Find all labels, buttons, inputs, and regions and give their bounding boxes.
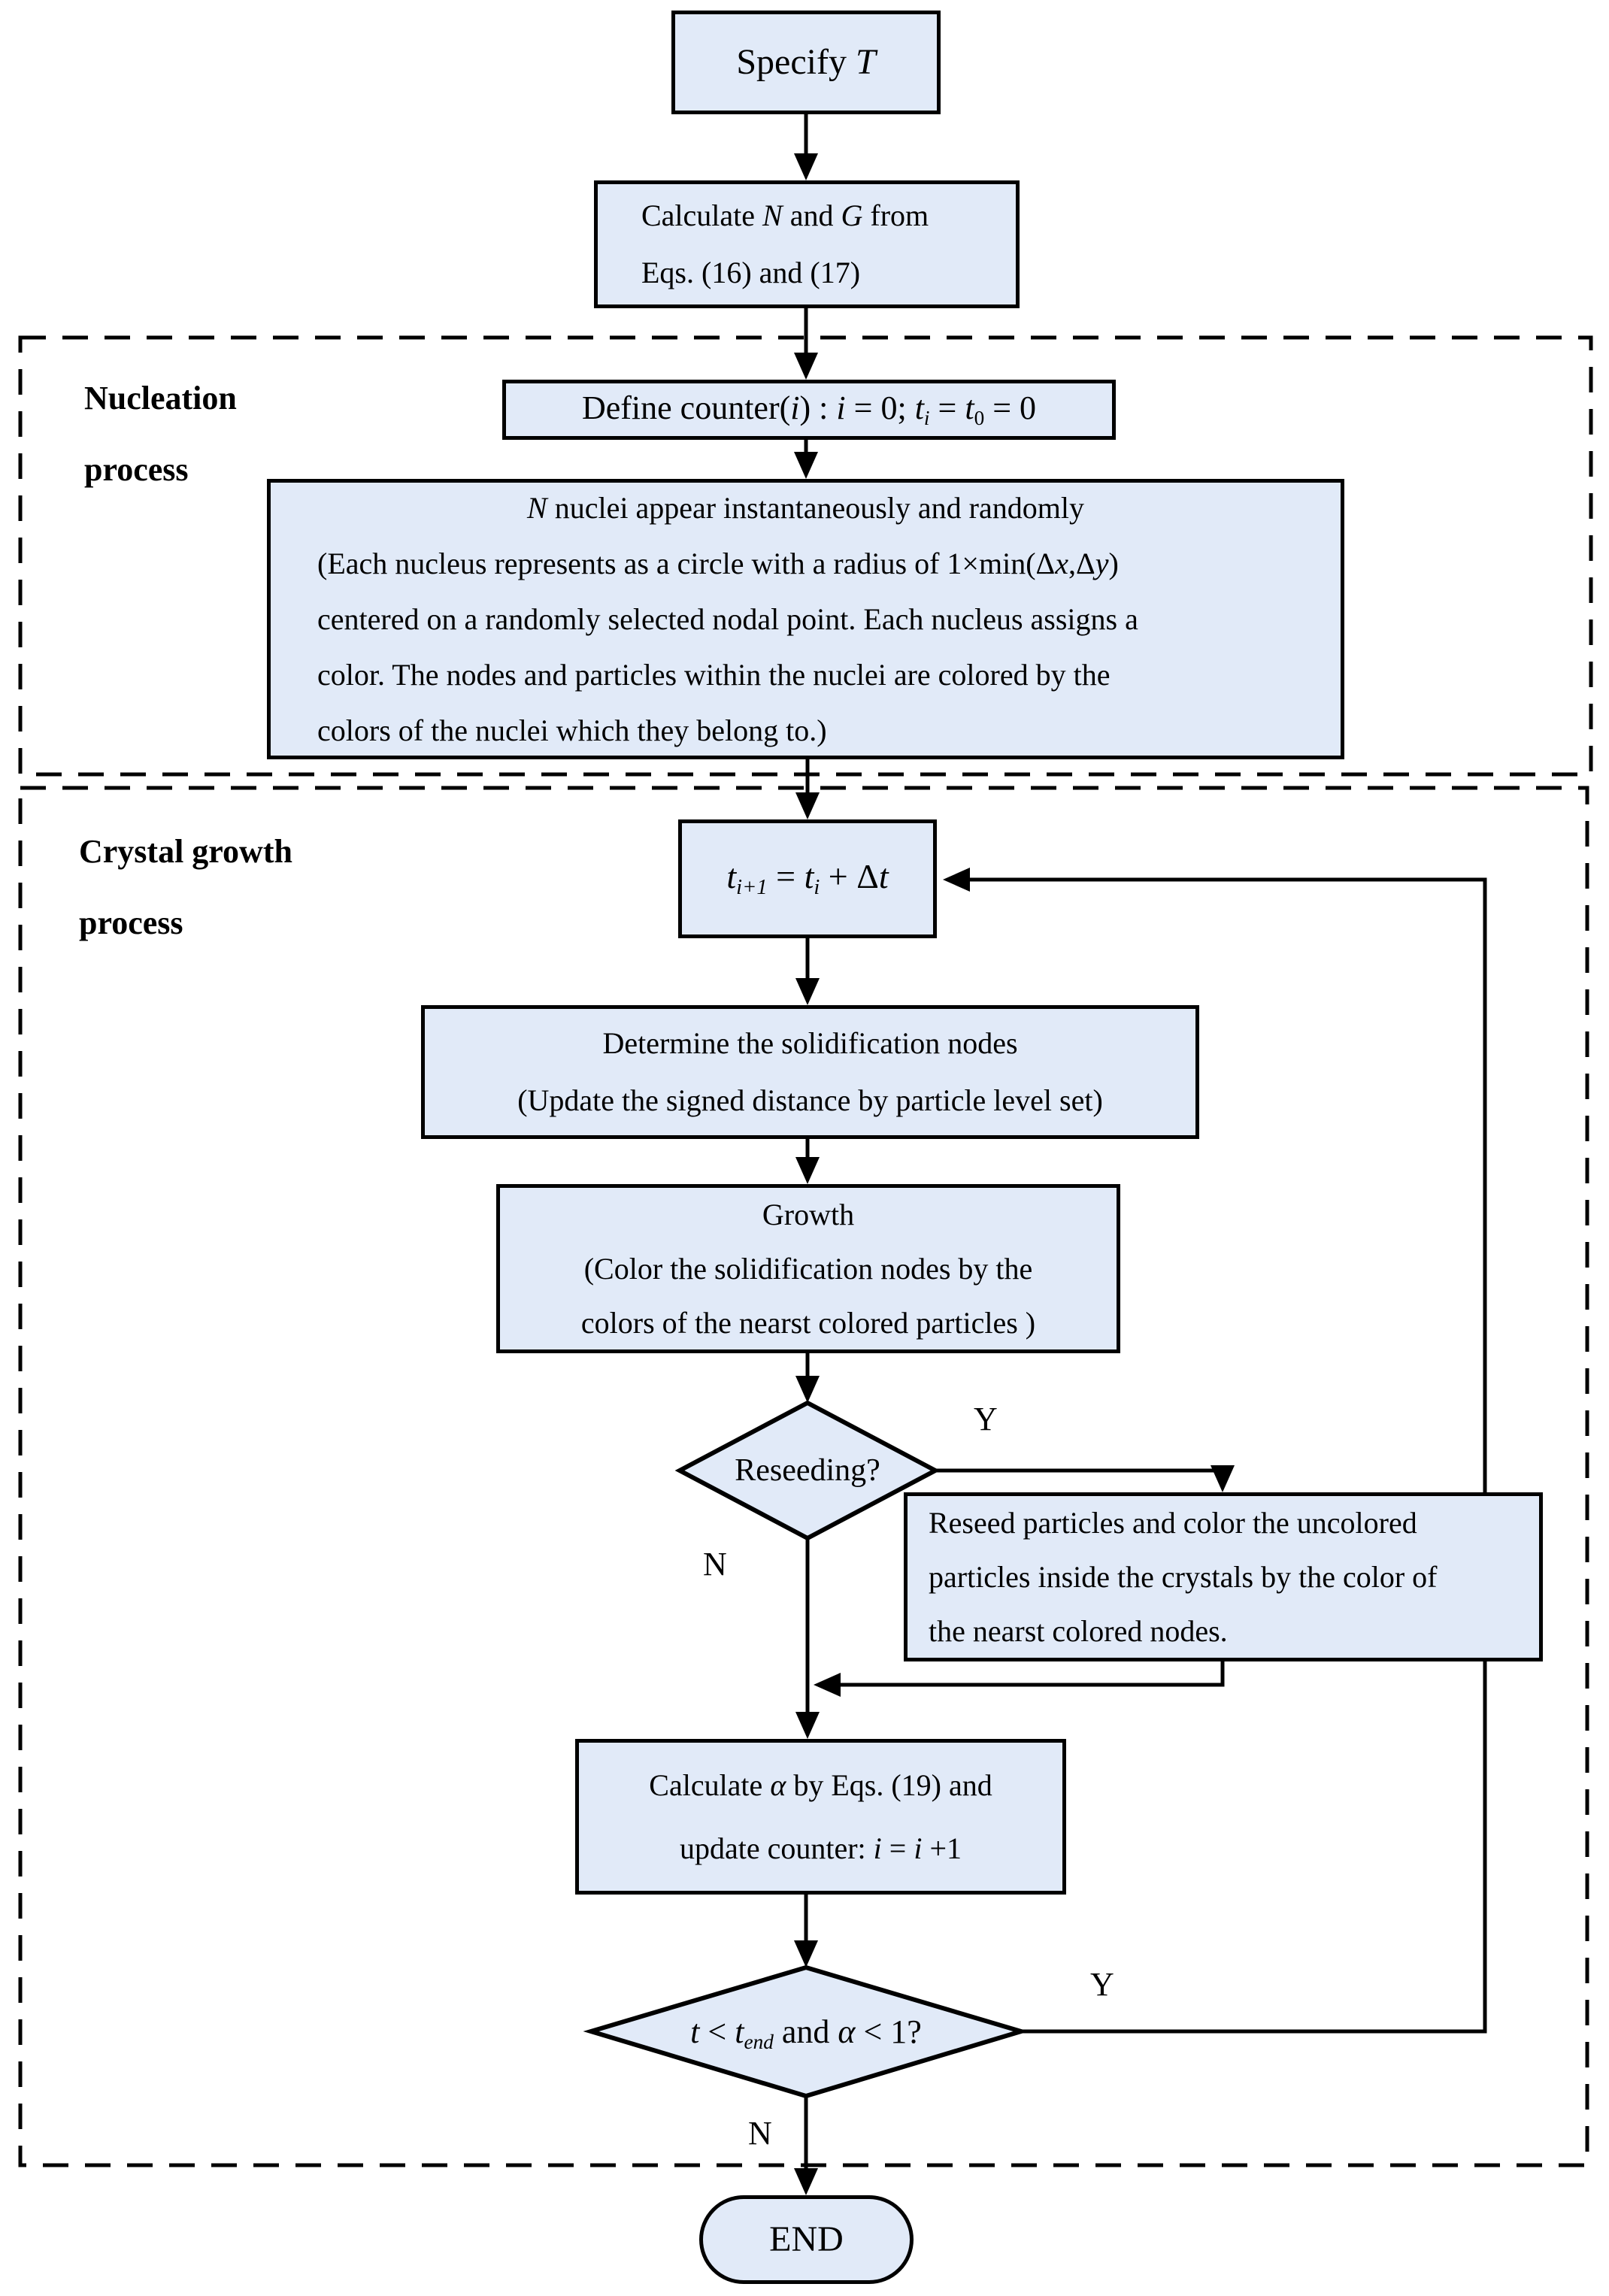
arrow-reseed-to-mainline [814, 1661, 1225, 1697]
end-condition-diamond [583, 1964, 1029, 2099]
reseed-line3: the nearst colored nodes. [929, 1613, 1228, 1648]
end-condition-diamond-text: t < tend and α < 1? [591, 1967, 1021, 2096]
determine-box: Determine the solidification nodes (Upda… [421, 1005, 1199, 1139]
calc-ng-box: Calculate N and G from Eqs. (16) and (17… [594, 180, 1020, 308]
crystal-growth-label-line1: Crystal growth [79, 833, 292, 870]
growth-box: Growth (Color the solidification nodes b… [496, 1184, 1120, 1353]
nuclei-line1: N nuclei appear instantaneously and rand… [527, 490, 1084, 525]
nuclei-line5: colors of the nuclei which they belong t… [317, 713, 827, 747]
label-no-reseeding: N [703, 1546, 727, 1583]
nuclei-line4: color. The nodes and particles within th… [317, 657, 1111, 692]
nuclei-line3: centered on a randomly selected nodal po… [317, 601, 1138, 636]
label-no-endcondition: N [748, 2115, 772, 2152]
calc-ng-line1: Calculate N and G from [641, 198, 929, 232]
time-step-box: ti+1 = ti + Δt [678, 819, 937, 938]
nucleation-label-line1: Nucleation [84, 380, 237, 416]
label-yes-endcondition: Y [1090, 1966, 1114, 2003]
determine-line1: Determine the solidification nodes [602, 1026, 1018, 1060]
growth-line2: (Color the solidification nodes by the [583, 1251, 1033, 1286]
reseeding-question: Reseeding? [735, 1453, 880, 1488]
calc-alpha-line2: update counter: i = i +1 [679, 1831, 962, 1865]
specify-box: Specify T [671, 11, 941, 114]
define-counter-box: Define counter(i) : i = 0; ti = t0 = 0 [502, 380, 1116, 440]
arrow-reseeding-yes-to-reseed [935, 1465, 1235, 1492]
arrow-endcondition-yes-loopback [943, 868, 1487, 2034]
reseed-line1: Reseed particles and color the uncolored [929, 1505, 1417, 1540]
reseeding-diamond [674, 1400, 941, 1541]
growth-line1: Growth [762, 1197, 855, 1231]
crystal-growth-label: Crystal growth process [79, 816, 292, 959]
nucleation-label: Nucleation process [84, 362, 237, 505]
define-counter-text: Define counter(i) : i = 0; ti = t0 = 0 [581, 389, 1037, 429]
calc-alpha-line1: Calculate α by Eqs. (19) and [649, 1767, 992, 1802]
determine-line2: (Update the signed distance by particle … [517, 1083, 1103, 1117]
reseed-line2: particles inside the crystals by the col… [929, 1559, 1438, 1594]
reseeding-diamond-text: Reseeding? [680, 1403, 935, 1538]
calc-ng-line2: Eqs. (16) and (17) [641, 256, 861, 289]
reseed-box: Reseed particles and color the uncolored… [904, 1492, 1543, 1661]
crystal-growth-region [18, 786, 1589, 2167]
label-yes-reseeding: Y [974, 1401, 998, 1437]
crystal-growth-label-line2: process [79, 904, 183, 941]
nuclei-line2: (Each nucleus represents as a circle wit… [317, 546, 1119, 580]
end-condition-question: t < tend and α < 1? [690, 2013, 922, 2054]
nuclei-box: N nuclei appear instantaneously and rand… [267, 479, 1344, 759]
end-text: END [769, 2219, 844, 2259]
time-step-text: ti+1 = ti + Δt [726, 856, 889, 900]
end-terminator: END [699, 2195, 914, 2284]
specify-text: Specify T [736, 42, 876, 82]
growth-line3: colors of the nearst colored particles ) [580, 1305, 1036, 1340]
nucleation-label-line2: process [84, 451, 189, 488]
calc-alpha-box: Calculate α by Eqs. (19) and update coun… [575, 1739, 1066, 1895]
